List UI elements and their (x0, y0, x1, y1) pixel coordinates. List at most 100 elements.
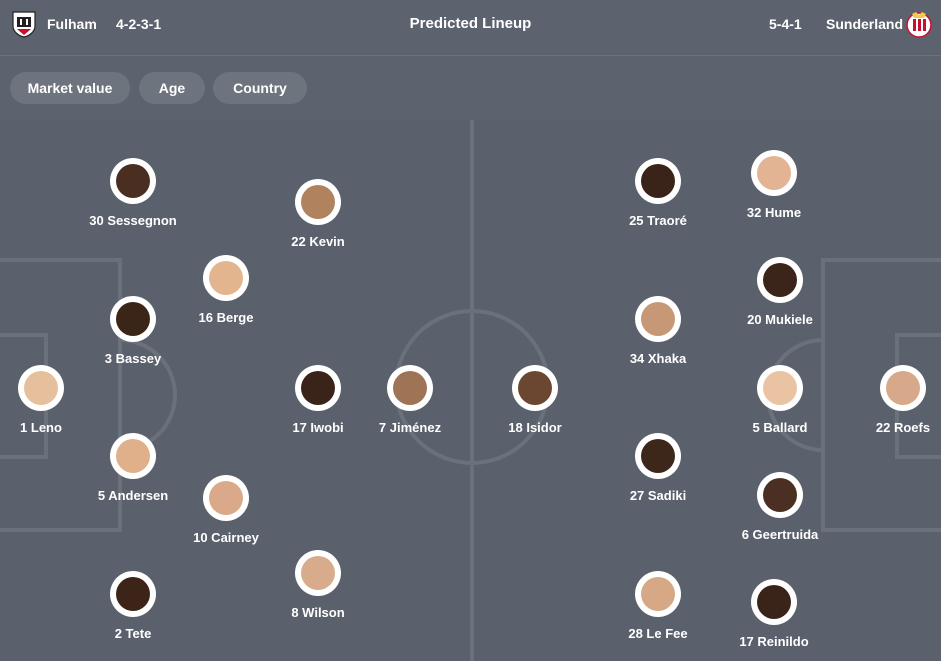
player-avatar (512, 365, 558, 411)
player-photo (301, 371, 335, 405)
player-avatar (751, 579, 797, 625)
player-photo (641, 302, 675, 336)
pitch: 30 Sessegnon 22 Kevin 16 Berge 3 Bassey … (0, 120, 941, 661)
lineup-header: Fulham 4-2-3-1 Predicted Lineup 5-4-1 Su… (0, 0, 941, 56)
player-photo (301, 185, 335, 219)
player-name: 27 Sadiki (629, 488, 687, 503)
player-name: 10 Cairney (193, 530, 259, 545)
player-avatar (295, 550, 341, 596)
player-avatar (757, 472, 803, 518)
page-title: Predicted Lineup (409, 15, 532, 32)
sunderland-crest-icon[interactable] (906, 10, 932, 38)
player-avatar (295, 365, 341, 411)
fulham-crest-icon[interactable] (11, 10, 37, 38)
player-name: 16 Berge (198, 310, 254, 325)
player-card[interactable]: 6 Geertruida (720, 472, 840, 542)
player-card[interactable]: 22 Kevin (258, 179, 378, 249)
player-name: 5 Ballard (752, 420, 808, 435)
player-photo (24, 371, 58, 405)
player-photo (116, 302, 150, 336)
player-name: 7 Jiménez (378, 420, 442, 435)
player-name: 34 Xhaka (629, 351, 687, 366)
filter-country-button[interactable]: Country (213, 72, 307, 104)
player-card[interactable]: 22 Roefs (843, 365, 941, 435)
player-card[interactable]: 28 Le Fee (598, 571, 718, 641)
player-card[interactable]: 25 Traoré (598, 158, 718, 228)
away-team-name[interactable]: Sunderland (826, 16, 904, 32)
home-formation: 4-2-3-1 (116, 16, 162, 32)
player-card[interactable]: 5 Ballard (720, 365, 840, 435)
player-card[interactable]: 7 Jiménez (350, 365, 470, 435)
player-name: 22 Kevin (291, 234, 345, 249)
player-name: 6 Geertruida (741, 527, 819, 542)
player-name: 3 Bassey (104, 351, 162, 366)
player-card[interactable]: 30 Sessegnon (73, 158, 193, 228)
player-card[interactable]: 3 Bassey (73, 296, 193, 366)
player-card[interactable]: 16 Berge (166, 255, 286, 325)
player-avatar (387, 365, 433, 411)
player-photo (641, 439, 675, 473)
player-name: 30 Sessegnon (89, 213, 177, 228)
player-card[interactable]: 5 Andersen (73, 433, 193, 503)
player-name: 2 Tete (114, 626, 152, 641)
player-name: 22 Roefs (875, 420, 931, 435)
player-card[interactable]: 34 Xhaka (598, 296, 718, 366)
away-formation: 5-4-1 (769, 16, 802, 32)
player-photo (763, 478, 797, 512)
player-photo (641, 577, 675, 611)
player-name: 32 Hume (746, 205, 802, 220)
player-avatar (295, 179, 341, 225)
player-name: 17 Reinildo (739, 634, 809, 649)
player-avatar (110, 158, 156, 204)
player-name: 17 Iwobi (292, 420, 344, 435)
player-avatar (751, 150, 797, 196)
player-card[interactable]: 10 Cairney (166, 475, 286, 545)
player-card[interactable]: 20 Mukiele (720, 257, 840, 327)
player-photo (641, 164, 675, 198)
player-photo (393, 371, 427, 405)
player-avatar (203, 475, 249, 521)
player-name: 8 Wilson (291, 605, 345, 620)
player-avatar (635, 433, 681, 479)
player-name: 5 Andersen (97, 488, 169, 503)
home-team-name[interactable]: Fulham (47, 16, 97, 32)
filter-market-value-button[interactable]: Market value (10, 72, 130, 104)
player-photo (209, 481, 243, 515)
player-card[interactable]: 27 Sadiki (598, 433, 718, 503)
player-photo (763, 263, 797, 297)
player-name: 25 Traoré (629, 213, 687, 228)
player-photo (116, 439, 150, 473)
filter-age-button[interactable]: Age (139, 72, 205, 104)
player-avatar (203, 255, 249, 301)
player-photo (757, 156, 791, 190)
player-name: 18 Isidor (508, 420, 562, 435)
player-card[interactable]: 1 Leno (0, 365, 101, 435)
player-card[interactable]: 8 Wilson (258, 550, 378, 620)
player-avatar (635, 296, 681, 342)
player-photo (763, 371, 797, 405)
player-avatar (880, 365, 926, 411)
player-photo (209, 261, 243, 295)
player-avatar (757, 365, 803, 411)
player-card[interactable]: 32 Hume (714, 150, 834, 220)
player-photo (116, 164, 150, 198)
player-photo (301, 556, 335, 590)
player-avatar (757, 257, 803, 303)
player-card[interactable]: 2 Tete (73, 571, 193, 641)
player-photo (518, 371, 552, 405)
player-photo (886, 371, 920, 405)
player-photo (757, 585, 791, 619)
player-name: 20 Mukiele (747, 312, 813, 327)
player-avatar (18, 365, 64, 411)
player-card[interactable]: 18 Isidor (475, 365, 595, 435)
player-avatar (110, 296, 156, 342)
player-avatar (635, 571, 681, 617)
player-name: 1 Leno (20, 420, 62, 435)
player-card[interactable]: 17 Reinildo (714, 579, 834, 649)
player-card[interactable]: 17 Iwobi (258, 365, 378, 435)
player-avatar (635, 158, 681, 204)
filter-bar: Market value Age Country (0, 57, 941, 119)
player-avatar (110, 571, 156, 617)
player-avatar (110, 433, 156, 479)
player-name: 28 Le Fee (628, 626, 688, 641)
